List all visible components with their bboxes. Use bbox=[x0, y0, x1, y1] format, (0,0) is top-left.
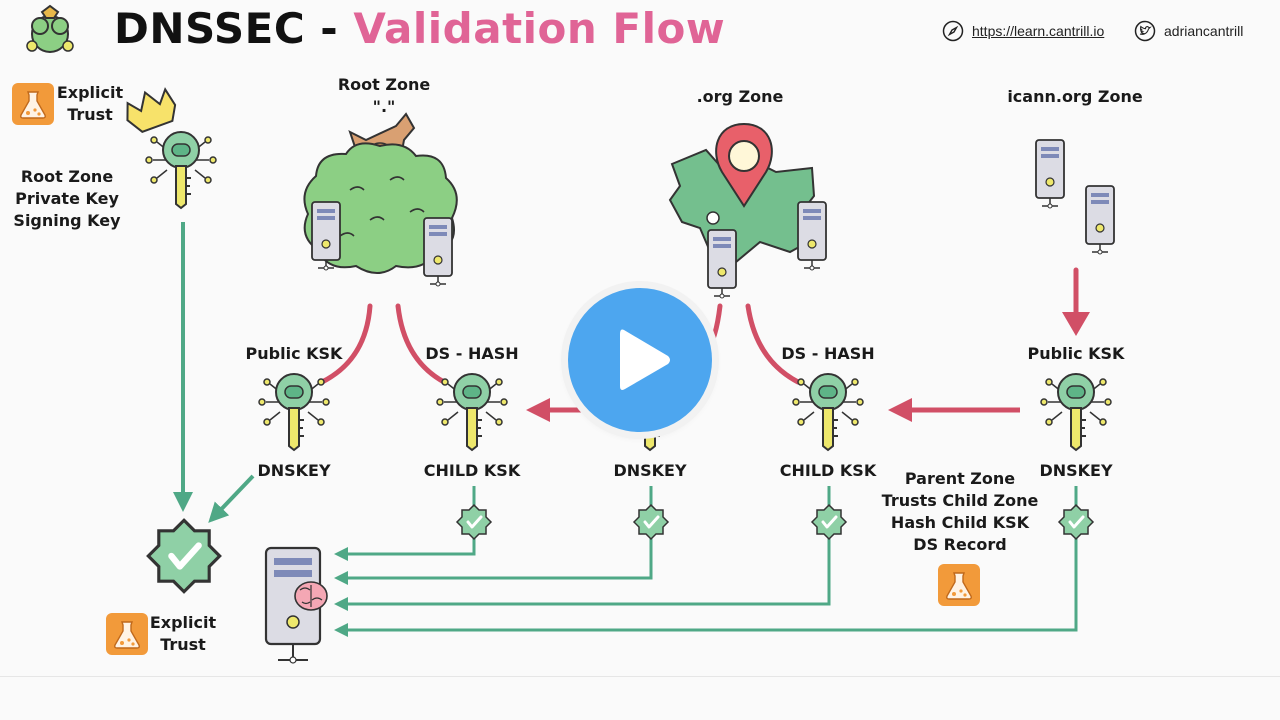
flask-icon bbox=[11, 82, 55, 126]
red-arrowhead bbox=[1062, 312, 1090, 336]
zone-key-links bbox=[319, 267, 1079, 385]
root-child-ksk-label: CHILD KSK bbox=[423, 461, 521, 480]
twitter-handle: adriancantrill bbox=[1164, 23, 1244, 39]
org-zone-map-icon bbox=[668, 122, 816, 264]
explicit-trust-badge-icon bbox=[148, 520, 219, 591]
icann-public-ksk-icon bbox=[1040, 373, 1112, 451]
root-private-key-icon bbox=[126, 87, 217, 209]
icann-dnskey-label: DNSKEY bbox=[1039, 461, 1113, 480]
video-play-button[interactable] bbox=[568, 288, 712, 432]
icann-public-ksk-label: Public KSK bbox=[1027, 344, 1125, 363]
logo-icon bbox=[26, 4, 74, 53]
root-ds-hash-label: DS - HASH bbox=[425, 344, 519, 363]
brain-icon bbox=[294, 581, 328, 611]
twitter-link[interactable]: adriancantrill bbox=[1134, 20, 1243, 42]
org-zone-label: .org Zone bbox=[696, 87, 784, 106]
flask-icon bbox=[937, 563, 981, 607]
root-public-ksk-icon bbox=[258, 373, 330, 451]
verified-badge-icon bbox=[1057, 503, 1095, 541]
icann-zone-label: icann.org Zone bbox=[1007, 87, 1143, 106]
flask-icon bbox=[105, 612, 149, 656]
server-icon bbox=[1035, 139, 1065, 209]
footer-divider bbox=[0, 676, 1280, 677]
twitter-icon bbox=[1134, 20, 1156, 42]
page-title: DNSSEC - Validation Flow bbox=[114, 4, 726, 53]
website-url: https://learn.cantrill.io bbox=[972, 23, 1105, 39]
ds-hash-arrow bbox=[888, 398, 1020, 422]
website-link[interactable]: https://learn.cantrill.io bbox=[942, 20, 1104, 42]
server-icon bbox=[1085, 185, 1115, 255]
explicit-trust-label-bottom: Explicit Trust bbox=[149, 613, 217, 654]
server-icon bbox=[311, 201, 341, 271]
org-dnskey-label: DNSKEY bbox=[613, 461, 687, 480]
resolver-server-icon bbox=[264, 546, 322, 664]
verified-badge-icon bbox=[455, 503, 493, 541]
root-child-ksk-icon bbox=[436, 373, 508, 451]
parent-zone-note: Parent Zone Trusts Child Zone Hash Child… bbox=[881, 469, 1039, 554]
org-ds-hash-label: DS - HASH bbox=[781, 344, 875, 363]
root-zone-label: Root Zone "." bbox=[337, 75, 431, 116]
explicit-trust-label-top: Explicit Trust bbox=[56, 83, 124, 124]
server-icon bbox=[707, 229, 737, 299]
root-dnskey-label: DNSKEY bbox=[257, 461, 331, 480]
org-child-ksk-icon bbox=[792, 373, 864, 451]
verified-badge-icon bbox=[810, 503, 848, 541]
server-icon bbox=[797, 201, 827, 271]
compass-icon bbox=[942, 20, 964, 42]
play-icon bbox=[620, 329, 670, 390]
header-logo bbox=[22, 4, 78, 58]
validation-arrowheads bbox=[334, 547, 348, 637]
root-public-ksk-label: Public KSK bbox=[245, 344, 343, 363]
org-child-ksk-label: CHILD KSK bbox=[779, 461, 877, 480]
root-private-key-label: Root Zone Private Key Signing Key bbox=[13, 167, 121, 230]
root-zone-tree-icon bbox=[303, 112, 458, 274]
verified-badge-icon bbox=[632, 503, 670, 541]
server-icon bbox=[423, 217, 453, 287]
dnskey-trust-arrow bbox=[208, 474, 255, 523]
